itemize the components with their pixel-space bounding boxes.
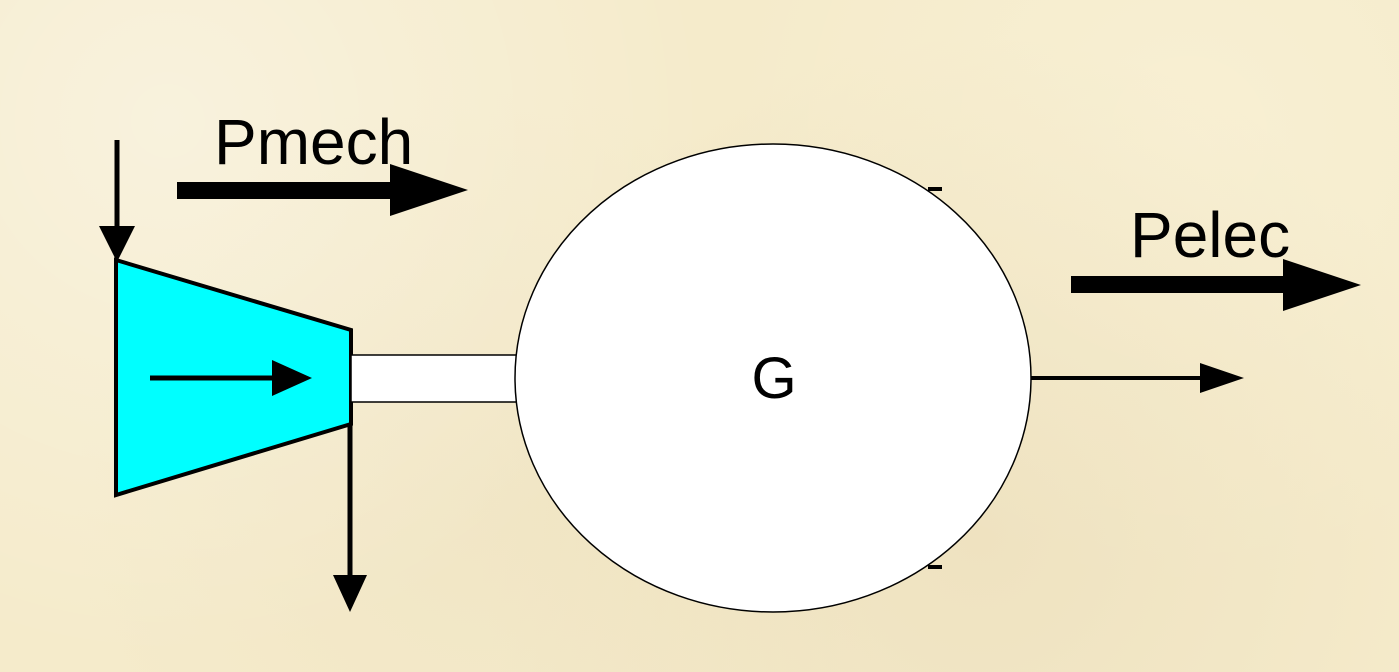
turbine-flow-arrow xyxy=(150,360,312,396)
electrical-output-arrow xyxy=(1031,363,1244,393)
mechanical-power-arrow xyxy=(177,164,468,216)
electrical-power-label: Pelec xyxy=(1130,199,1290,271)
steam-inlet-arrow xyxy=(99,140,135,262)
mechanical-power-label: Pmech xyxy=(214,106,413,178)
steam-exhaust-arrow xyxy=(333,424,367,612)
generator: G xyxy=(514,143,1032,613)
generator-label: G xyxy=(751,346,796,411)
electrical-power-arrow xyxy=(1071,259,1361,311)
shaft xyxy=(350,354,520,403)
